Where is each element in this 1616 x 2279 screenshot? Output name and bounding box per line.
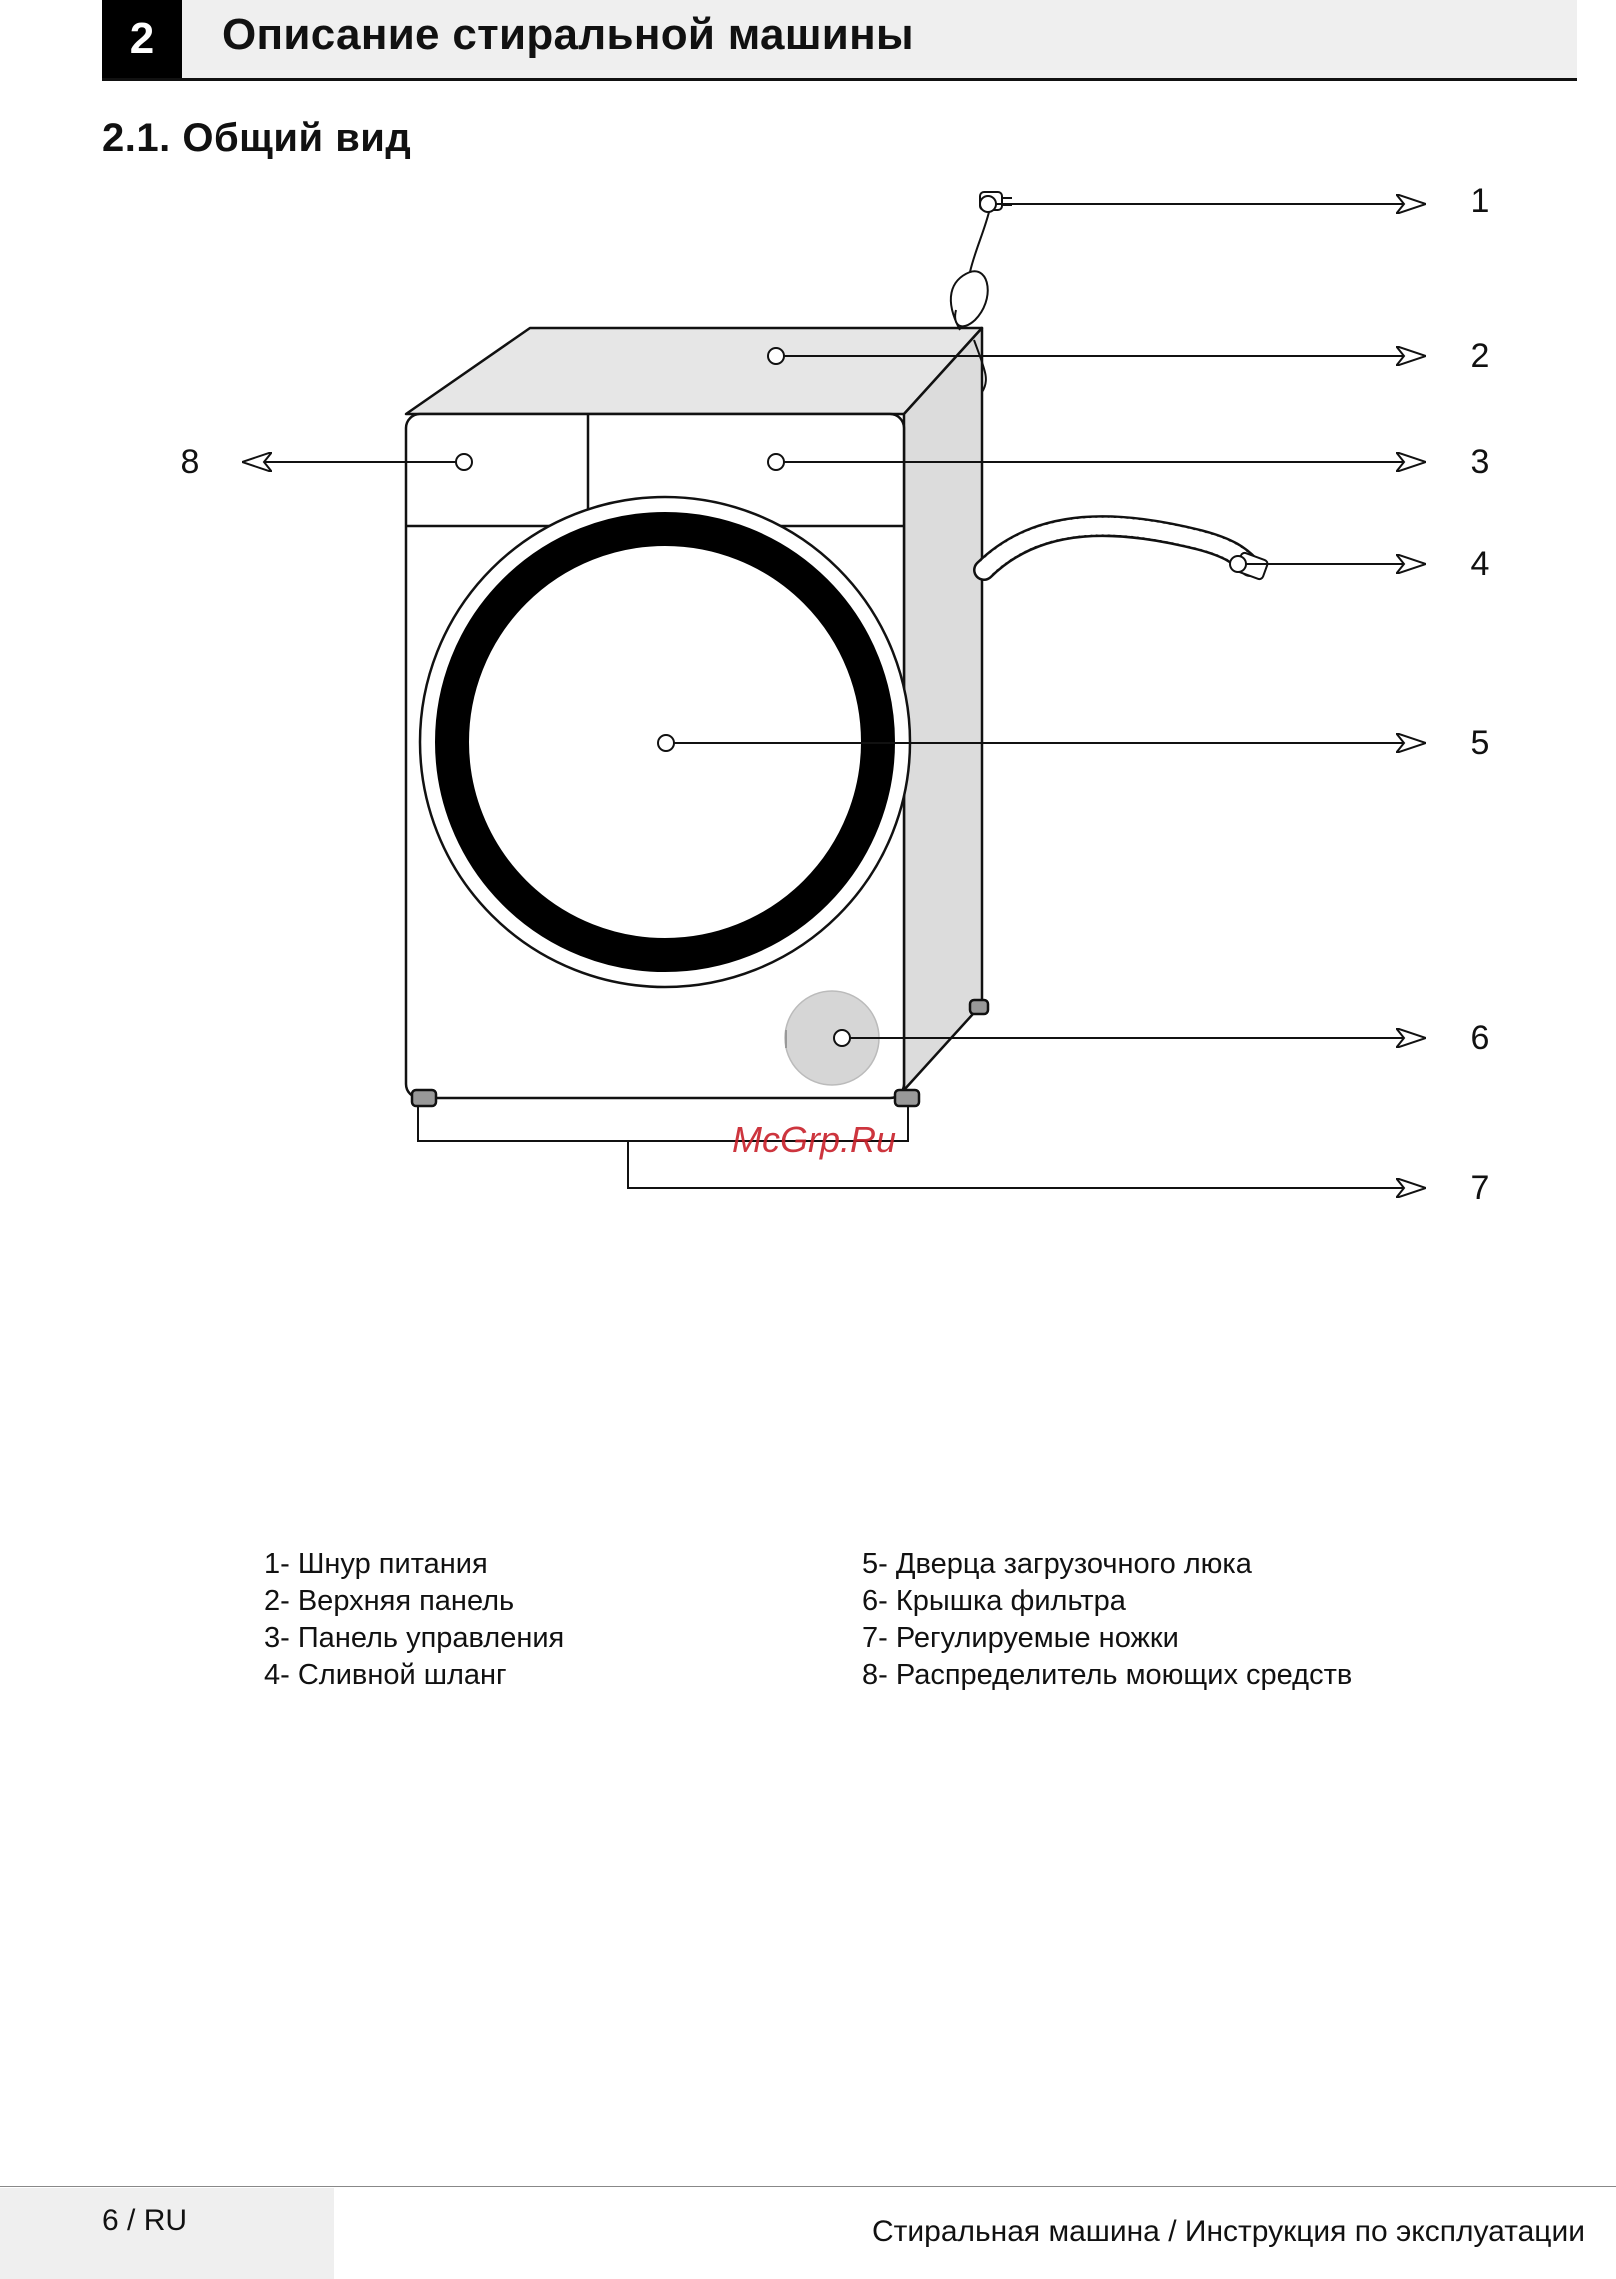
machine-side: [904, 328, 982, 1090]
legend-item: 2- Верхняя панель: [264, 1583, 564, 1620]
callout-8: 8: [181, 443, 200, 481]
washing-machine-diagram: 1 2 3 4 5 6 7 8 McGrp.Ru: [0, 0, 1616, 1300]
footer-title: Стиральная машина / Инструкция по эксплу…: [872, 2215, 1585, 2249]
machine-top: [406, 328, 982, 414]
callout-1: 1: [1471, 182, 1490, 220]
page-number: 6 / RU: [102, 2204, 187, 2238]
footer-divider: [0, 2186, 1616, 2187]
foot-back: [970, 1000, 988, 1014]
callout-3: 3: [1471, 443, 1490, 481]
callout-4: 4: [1471, 545, 1490, 583]
watermark: McGrp.Ru: [732, 1119, 896, 1160]
callout-5: 5: [1471, 724, 1490, 762]
legend-left: 1- Шнур питания 2- Верхняя панель 3- Пан…: [264, 1546, 564, 1694]
legend-item: 4- Сливной шланг: [264, 1657, 564, 1694]
callout-7: 7: [1471, 1169, 1490, 1207]
washing-machine-body: [406, 328, 988, 1106]
legend-item: 7- Регулируемые ножки: [862, 1620, 1352, 1657]
foot-right: [895, 1090, 919, 1106]
legend-item: 3- Панель управления: [264, 1620, 564, 1657]
legend-item: 8- Распределитель моющих средств: [862, 1657, 1352, 1694]
legend-right: 5- Дверца загрузочного люка 6- Крышка фи…: [862, 1546, 1352, 1694]
legend-item: 1- Шнур питания: [264, 1546, 564, 1583]
drain-hose: [984, 526, 1269, 580]
legend-item: 5- Дверца загрузочного люка: [862, 1546, 1352, 1583]
callout-6: 6: [1471, 1019, 1490, 1057]
foot-left: [412, 1090, 436, 1106]
legend-item: 6- Крышка фильтра: [862, 1583, 1352, 1620]
callout-2: 2: [1471, 337, 1490, 375]
